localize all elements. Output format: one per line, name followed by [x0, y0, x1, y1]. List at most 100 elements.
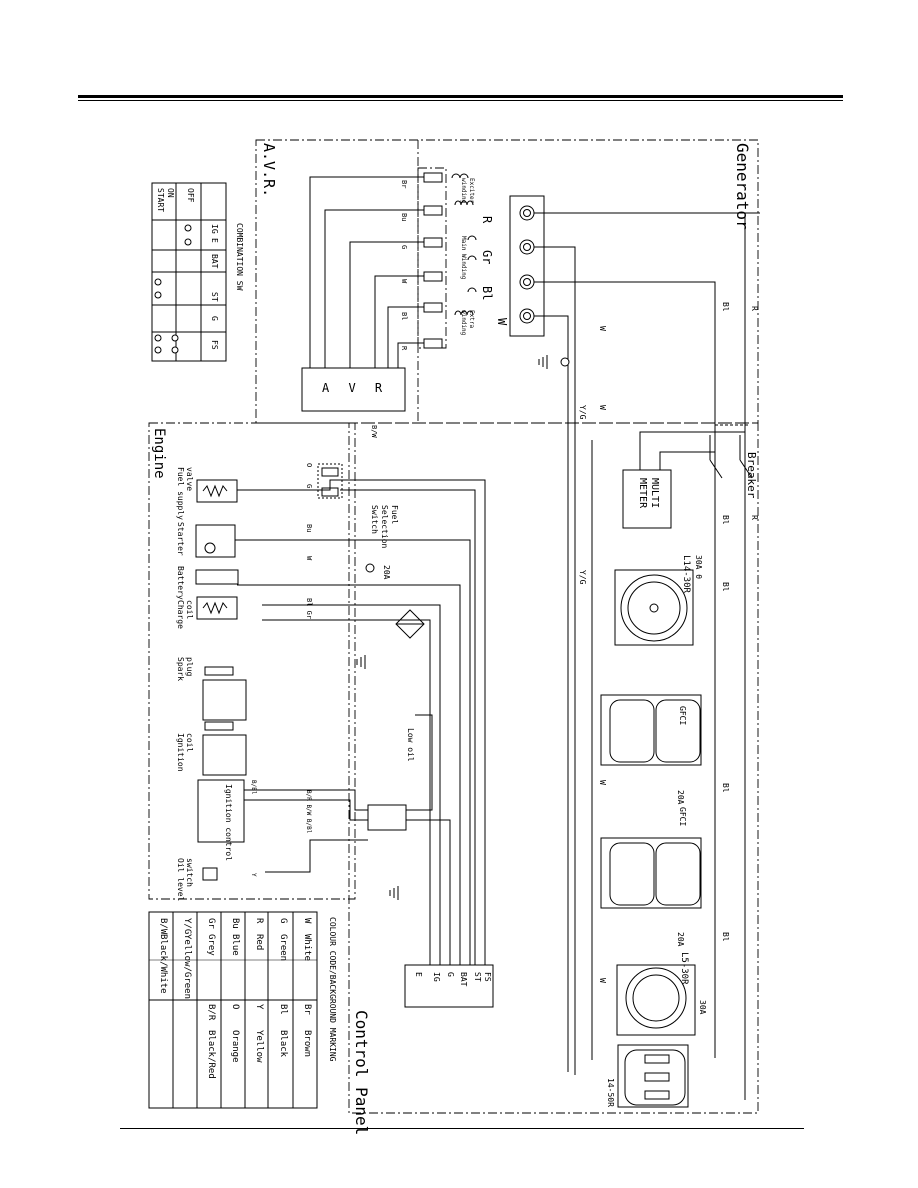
- l5-30r-frame: [616, 964, 696, 1036]
- fuse-20a: [365, 563, 375, 573]
- l14-30r-center: [649, 603, 659, 613]
- spark-plug-1: [204, 666, 234, 676]
- bus-bl-label-2: Bl: [721, 515, 730, 525]
- spark-plug-label-2: plug: [185, 657, 194, 676]
- multimeter-wire-w: [659, 451, 715, 470]
- gen-lead-gr: Gr: [480, 250, 494, 264]
- control-panel-region-title: Control Panel: [352, 1010, 371, 1135]
- footer-rule: [120, 1128, 804, 1129]
- fuel-select-label-3: Switch: [370, 505, 379, 534]
- gfci-1-outlet-a: [609, 699, 655, 763]
- gfci-1-frame: [600, 694, 702, 766]
- l5-30r-receptacle: [625, 967, 687, 1029]
- gfci-1-label: GFCI: [678, 706, 687, 725]
- header-rule-thin: [78, 100, 843, 101]
- spark-plug-label-1: Spark: [176, 657, 185, 681]
- generator-terminals: [519, 205, 535, 324]
- terminal-g: G: [446, 972, 455, 977]
- colour-table-cell: Blue: [230, 934, 240, 956]
- colour-table-cell: Black/White: [158, 934, 168, 994]
- colour-table-cell: O: [230, 1004, 240, 1009]
- charge-coil-icon: [202, 601, 228, 615]
- l14-30r-label: L14-30R: [681, 555, 691, 594]
- oil-level-switch: [202, 867, 218, 881]
- bus-bl-label-3: Bl: [721, 582, 730, 592]
- l5-30r-rating: 30A: [698, 1000, 707, 1015]
- colour-table-cell: Brown: [302, 1030, 312, 1057]
- cs-col-ig: IG: [210, 224, 219, 234]
- charge-coil-label-2: coil: [185, 600, 194, 619]
- colour-table-cell: R: [254, 918, 264, 924]
- valve-coil-icon: [202, 484, 228, 498]
- multimeter-wire-r: [639, 431, 745, 470]
- l14-50r-slots: [644, 1054, 670, 1100]
- oil-switch-label-2: switch: [185, 858, 194, 887]
- l14-30r-receptacle: [620, 574, 688, 642]
- cs-col-fs: FS: [210, 340, 219, 350]
- ignition-switch-terminals: [404, 964, 494, 1008]
- ignition-coil-2: [202, 734, 247, 776]
- avr-wire-br: Br: [400, 180, 408, 188]
- avr-wire-w: W: [400, 279, 408, 284]
- exciter-winding-label-2: winding: [460, 178, 467, 204]
- fuel-switch-pin-1: [321, 467, 339, 477]
- colour-table-cell: G: [278, 918, 288, 923]
- colour-table-title: COLOUR CODE/BACKGROUND MARKING: [328, 917, 337, 1062]
- engine-region-title: Engine: [151, 428, 167, 479]
- extra-winding-label-1: Extra: [468, 310, 475, 328]
- l14-50r-frame: [617, 1044, 689, 1108]
- avr-wire-r: R: [400, 346, 408, 351]
- ground-icon-2: [356, 654, 366, 670]
- avr-wire-bu: Bu: [400, 213, 408, 221]
- bus-w-label-3: W: [598, 780, 607, 785]
- bus-w-label-4: W: [598, 978, 607, 983]
- terminal-e: E: [414, 972, 423, 977]
- gen-lead-w: W: [495, 318, 509, 326]
- breaker-label: Breaker: [745, 452, 758, 499]
- gfci-2-frame: [600, 837, 702, 909]
- cs-row-off: OFF: [186, 188, 195, 203]
- gfci-2-label: GFCI: [678, 807, 687, 826]
- ignition-control-label: Ignition control: [224, 784, 233, 861]
- colour-table-cell: Yellow/Green: [182, 934, 192, 999]
- fuel-switch-connector: [317, 463, 343, 499]
- ground-icon: [538, 354, 548, 370]
- wire-bu-label: Bu: [305, 524, 313, 532]
- avr-box: [301, 367, 406, 412]
- colour-table-cell: Bl: [278, 1004, 288, 1015]
- l5-30r-inner-ring: [632, 974, 680, 1022]
- colour-table-cell: Black/Red: [206, 1030, 216, 1079]
- cs-col-e: E: [210, 238, 219, 243]
- ground-icon-3: [389, 885, 399, 901]
- ignition-coil-1: [202, 679, 247, 721]
- cs-contact-dots: [154, 224, 192, 354]
- bus-yg-label: Y/G: [578, 405, 587, 420]
- colour-table-cell: W: [302, 918, 312, 924]
- l14-30r-rating: 30A θ: [694, 555, 703, 579]
- bus-bl-label-5: Bl: [721, 932, 730, 942]
- multimeter-label-1: MULTI: [649, 478, 660, 508]
- fuse-20a-label: 20A: [382, 565, 391, 580]
- gfci-2-outlet-a: [609, 842, 655, 906]
- spark-plug-2: [204, 721, 234, 731]
- wire-bbl-label: B/Bl: [250, 780, 257, 795]
- l14-50r-label: 14-50R: [606, 1078, 615, 1107]
- engine-wires: [235, 479, 486, 965]
- combination-switch-table: [151, 182, 227, 362]
- colour-table-cell: Bu: [230, 918, 240, 929]
- battery: [195, 569, 239, 585]
- multimeter-label-2: METER: [637, 478, 648, 509]
- battery-label: Battery: [176, 566, 185, 600]
- charge-coil-label-1: Charge: [176, 600, 185, 629]
- fuel-valve-label-2: valve: [185, 467, 194, 491]
- ignition-control: [197, 779, 245, 843]
- gfci-2-rating: 20A: [676, 932, 685, 947]
- wire-g-label: G: [305, 484, 313, 488]
- l5-30r-label: L5-30R: [679, 952, 689, 985]
- fuel-select-label-1: Fuel: [390, 505, 399, 524]
- colour-table-cell: Y: [254, 1004, 264, 1010]
- combination-switch-title: COMBINATION SW: [235, 223, 244, 291]
- colour-table-cell: Yellow: [254, 1030, 264, 1063]
- generator-region-title: Generator: [733, 143, 752, 230]
